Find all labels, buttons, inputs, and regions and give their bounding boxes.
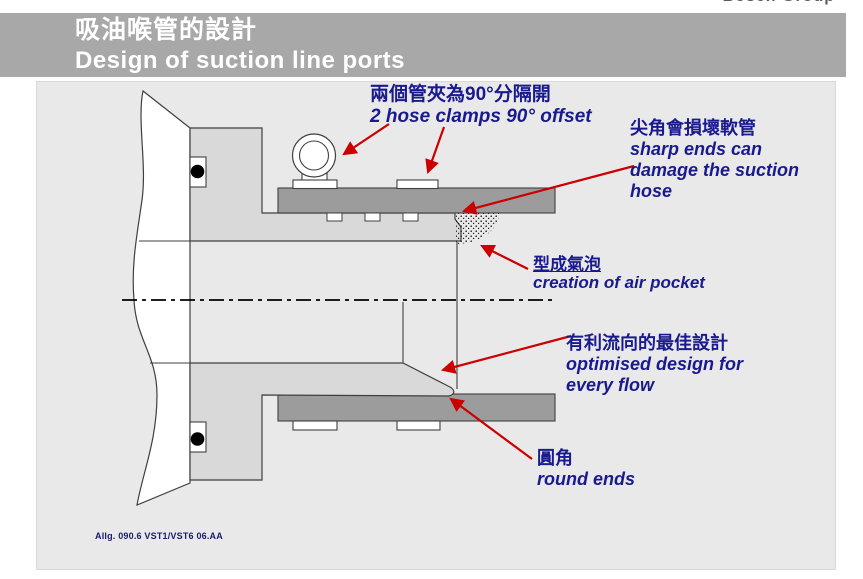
note-round-ends-zh: 圓角 xyxy=(537,448,573,468)
arrow-optimised xyxy=(440,334,572,374)
clamp-tab-1 xyxy=(326,212,343,222)
air-pocket-stipple xyxy=(456,213,499,244)
note-sharp-ends: 尖角會損壞軟管 sharp ends can damage the suctio… xyxy=(630,118,799,202)
note-sharp-ends-en-2: damage the suction xyxy=(630,160,800,180)
brand-text: Bosch Group xyxy=(635,0,835,6)
note-sharp-ends-en-1: sharp ends can xyxy=(630,139,763,159)
clamp-tab-2 xyxy=(364,212,381,222)
clamp-screw-housing-inner xyxy=(298,140,330,171)
arrow-air-pocket xyxy=(480,245,529,270)
clamp-band-lower-left xyxy=(292,420,338,431)
note-air-pocket: 型成氣泡 creation of air pocket xyxy=(533,256,705,292)
suction-hose-upper xyxy=(277,187,556,214)
note-optimised-design-en-1: optimised design for xyxy=(566,354,744,374)
note-sharp-ends-en-3: hose xyxy=(630,181,673,201)
page-title-zh: 吸油喉管的設計 xyxy=(75,16,258,44)
brand-clip: Bosch Group xyxy=(635,0,835,6)
note-air-pocket-zh: 型成氣泡 xyxy=(533,255,601,274)
note-round-ends-en: round ends xyxy=(537,469,635,489)
note-air-pocket-en: creation of air pocket xyxy=(533,273,705,292)
suction-tube-upper-wall xyxy=(189,127,462,242)
clamp-band-lower-right xyxy=(396,420,441,431)
clamp-band-upper-left xyxy=(292,179,338,190)
note-hose-clamps-zh: 兩個管夾為90°分隔開 xyxy=(370,84,551,105)
clamp-band-upper-right xyxy=(396,179,439,190)
title-band: 吸油喉管的設計 Design of suction line ports xyxy=(0,13,846,77)
arrow-clamp-circle xyxy=(342,123,390,156)
footer-ref: Allg. 090.6 VST1/VST6 06.AA xyxy=(95,531,223,541)
suction-tube-lower-wall xyxy=(189,362,455,481)
note-sharp-ends-zh: 尖角會損壞軟管 xyxy=(630,118,756,138)
arrow-round-end xyxy=(449,397,533,460)
tank-wall xyxy=(132,89,191,506)
clamp-tab-3 xyxy=(402,212,419,222)
note-hose-clamps-en: 2 hose clamps 90° offset xyxy=(370,106,592,127)
note-optimised-design: 有利流向的最佳設計 optimised design for every flo… xyxy=(566,333,743,396)
note-optimised-design-zh: 有利流向的最佳設計 xyxy=(566,333,728,353)
arrow-sharp-end xyxy=(461,164,635,215)
note-optimised-design-en-2: every flow xyxy=(566,375,655,395)
suction-hose-lower xyxy=(277,393,556,422)
note-hose-clamps: 兩個管夾為90°分隔開 2 hose clamps 90° offset xyxy=(370,84,592,128)
seal-lower xyxy=(190,432,205,446)
arrow-clamp-band xyxy=(425,126,446,175)
note-round-ends: 圓角 round ends xyxy=(537,448,635,490)
seal-upper xyxy=(190,164,205,179)
page-title-en: Design of suction line ports xyxy=(75,47,406,74)
